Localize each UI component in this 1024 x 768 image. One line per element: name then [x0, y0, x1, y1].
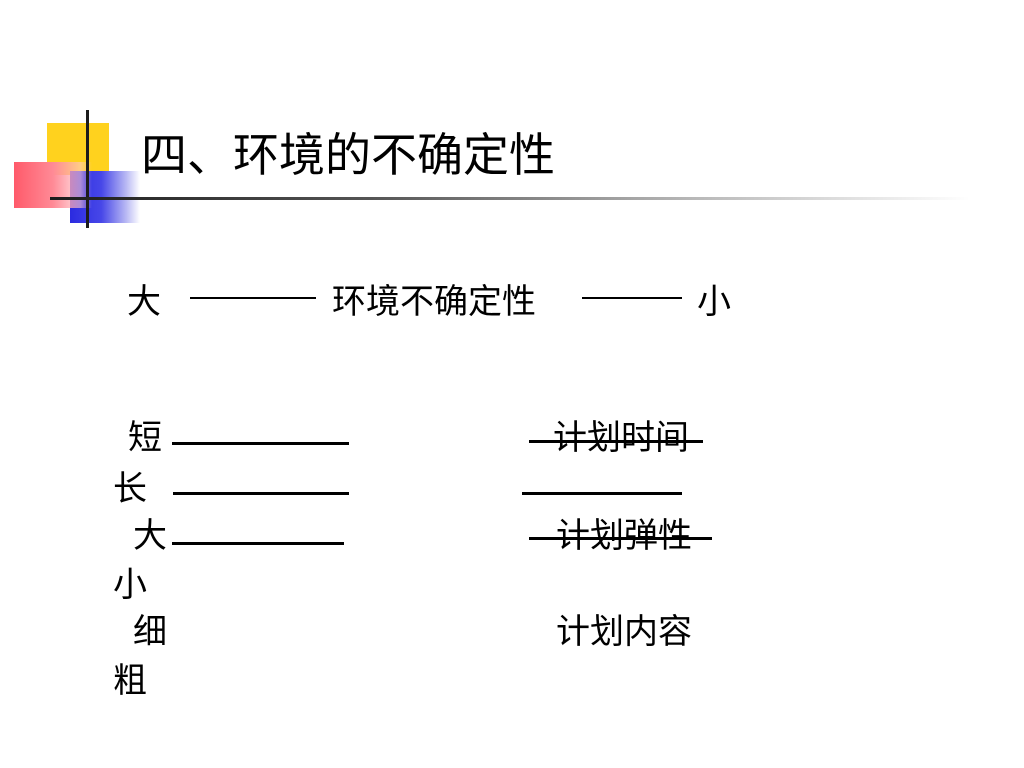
vertical-rule [86, 110, 89, 228]
scale-right-label: 小 [697, 282, 731, 322]
plan-time-strike [529, 440, 703, 443]
plan-time-bottom: 长 [113, 469, 147, 509]
plan-flex-bottom: 小 [113, 565, 147, 605]
plan-time-rule-left-1 [172, 442, 349, 445]
red-square [14, 162, 92, 208]
scale-rule-right [582, 297, 682, 299]
plan-time-top: 短 [128, 418, 162, 458]
plan-flex-label: 计划弹性 [556, 516, 692, 556]
plan-flex-top: 大 [133, 516, 167, 556]
plan-flex-strike [529, 537, 712, 540]
title-underline [50, 197, 970, 200]
plan-flex-rule-left [172, 542, 344, 545]
scale-left-label: 大 [127, 282, 161, 322]
plan-time-rule-left-2 [173, 492, 349, 495]
plan-time-rule-right-2 [522, 492, 682, 495]
slide-title: 四、环境的不确定性 [141, 128, 555, 182]
scale-rule-left [190, 297, 316, 299]
plan-time-label: 计划时间 [553, 418, 689, 458]
plan-content-label: 计划内容 [556, 612, 692, 652]
plan-content-bottom: 粗 [113, 661, 147, 701]
plan-content-top: 细 [133, 612, 167, 652]
scale-center-label: 环境不确定性 [332, 282, 536, 322]
